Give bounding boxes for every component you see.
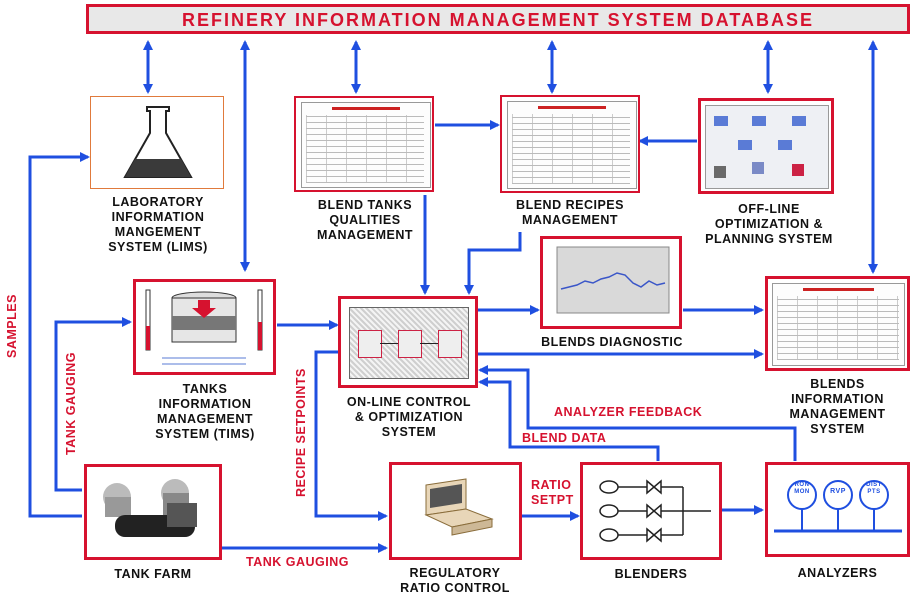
lims-label: LABORATORY INFORMATION MANGEMENT SYSTEM … bbox=[108, 195, 208, 254]
offline-box[interactable] bbox=[698, 98, 834, 194]
samples-flow-label: SAMPLES bbox=[5, 294, 19, 358]
database-title-bar: REFINERY INFORMATION MANAGEMENT SYSTEM D… bbox=[86, 4, 910, 34]
lims-box[interactable] bbox=[90, 96, 224, 189]
offline-label: OFF-LINE OPTIMIZATION & PLANNING SYSTEM bbox=[705, 202, 833, 246]
tims-label: TANKS INFORMATION MANAGEMENT SYSTEM (TIM… bbox=[155, 382, 255, 441]
arrow-blend-data bbox=[478, 377, 660, 461]
flask-icon bbox=[123, 106, 193, 178]
blenders-box[interactable] bbox=[580, 462, 722, 560]
tank-gauge-icon bbox=[145, 289, 263, 365]
arrow-recipes-online bbox=[464, 232, 522, 295]
tank-gauging-vertical-label: TANK GAUGING bbox=[64, 352, 78, 455]
tank-farm-icon bbox=[103, 479, 197, 537]
online-screen bbox=[349, 307, 469, 379]
online-box[interactable] bbox=[338, 296, 478, 388]
page-title: REFINERY INFORMATION MANAGEMENT SYSTEM D… bbox=[181, 10, 814, 30]
tank-gauging-horizontal-label: TANK GAUGING bbox=[246, 555, 349, 569]
analyzers-icon bbox=[774, 480, 902, 533]
blend-tanks-label: BLEND TANKS QUALITIES MANAGEMENT bbox=[317, 198, 413, 242]
tims-box[interactable] bbox=[133, 279, 276, 375]
blend-recipes-label: BLEND RECIPES MANAGEMENT bbox=[516, 198, 624, 227]
blends-diagnostic-box[interactable] bbox=[540, 236, 682, 329]
regulatory-label: REGULATORY RATIO CONTROL bbox=[400, 566, 510, 595]
blend-tanks-box[interactable] bbox=[294, 96, 434, 192]
tank-farm-box[interactable] bbox=[84, 464, 222, 560]
blend-data-label: BLEND DATA bbox=[522, 431, 607, 445]
blenders-icon bbox=[599, 479, 711, 543]
blend-tanks-screen bbox=[301, 102, 431, 188]
arrow-tank-gauging bbox=[54, 317, 132, 492]
online-label: ON-LINE CONTROL & OPTIMIZATION SYSTEM bbox=[346, 395, 472, 439]
blends-diagnostic-label: BLENDS DIAGNOSTIC bbox=[541, 335, 683, 349]
ratio-setpt-label: RATIO SETPT bbox=[531, 478, 574, 507]
controller-icon bbox=[424, 478, 494, 536]
bims-label: BLENDS INFORMATION MANAGEMENT SYSTEM bbox=[789, 377, 886, 436]
bims-box[interactable] bbox=[765, 276, 910, 371]
analyzers-box[interactable]: RON MON RVP DIST PTS bbox=[765, 462, 910, 557]
regulatory-box[interactable] bbox=[389, 462, 522, 560]
recipe-setpoints-label: RECIPE SETPOINTS bbox=[294, 368, 308, 497]
analyzer-feedback-label: ANALYZER FEEDBACK bbox=[554, 405, 703, 419]
tank-farm-label: TANK FARM bbox=[114, 567, 192, 581]
gauge-dist-pts: DIST PTS bbox=[866, 482, 882, 495]
blend-recipes-box[interactable] bbox=[500, 95, 640, 193]
blenders-label: BLENDERS bbox=[614, 567, 688, 581]
diagnostic-chart-icon bbox=[556, 246, 670, 314]
arrow-recipe-setpoints bbox=[314, 350, 388, 521]
arrow-samples bbox=[28, 152, 90, 518]
gauge-rvp: RVP bbox=[830, 488, 846, 495]
gauge-ron-mon: RON MON bbox=[794, 482, 810, 495]
arrow-analyzer-feedback bbox=[478, 365, 797, 461]
bims-screen bbox=[772, 283, 905, 366]
offline-screen bbox=[705, 105, 829, 189]
analyzers-label: ANALYZERS bbox=[797, 566, 878, 580]
blend-recipes-screen bbox=[507, 101, 637, 189]
